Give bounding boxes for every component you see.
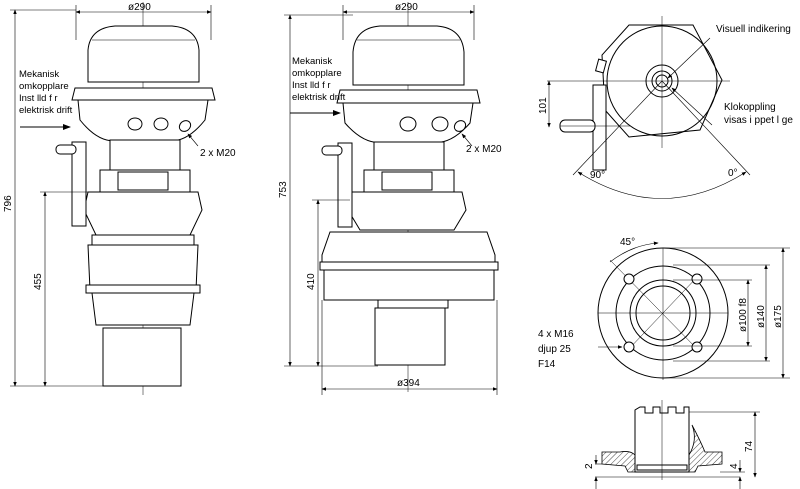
middle-actuator-view bbox=[284, 2, 499, 395]
left-diameter-top-label: ø290 bbox=[128, 2, 151, 13]
left-height-lower-label: 455 bbox=[33, 273, 44, 290]
pilot-diameter-label: ø100 f8 bbox=[738, 298, 749, 332]
middle-note-line-1: Mekanisk bbox=[292, 56, 332, 67]
middle-height-lower-label: 410 bbox=[306, 273, 317, 290]
middle-height-total-label: 753 bbox=[278, 181, 289, 198]
bolt-label-line-3: F14 bbox=[538, 359, 556, 370]
left-cable-entry-label: 2 x M20 bbox=[200, 148, 236, 159]
coupling-height-label: 74 bbox=[744, 440, 755, 452]
coupling-label-line-2: visas i ppet l ge bbox=[724, 115, 793, 126]
middle-note-line-2: omkopplare bbox=[292, 68, 342, 79]
angle-closed-label: 0° bbox=[728, 168, 738, 179]
left-actuator-view bbox=[10, 2, 216, 395]
middle-note-line-4: elektrisk drift bbox=[292, 92, 346, 103]
middle-diameter-top-label: ø290 bbox=[395, 2, 418, 13]
flange-angle-label: 45° bbox=[620, 237, 635, 248]
left-note-line-2: omkopplare bbox=[19, 81, 69, 92]
outer-diameter-label: ø175 bbox=[773, 305, 784, 328]
coupling-label-line-1: Klokoppling bbox=[724, 102, 776, 113]
bolt-label-line-2: djup 25 bbox=[538, 344, 571, 355]
middle-cable-entry-label: 2 x M20 bbox=[466, 144, 502, 155]
top-view bbox=[547, 16, 751, 199]
left-note-line-3: Inst lld f r bbox=[19, 93, 58, 104]
left-note-line-4: elektrisk drift bbox=[19, 105, 73, 116]
middle-note-line-3: Inst lld f r bbox=[292, 80, 331, 91]
coupling-section-view bbox=[594, 400, 760, 489]
angle-open-label: 90° bbox=[590, 170, 605, 181]
bolt-circle-diameter-label: ø140 bbox=[756, 305, 767, 328]
top-offset-label: 101 bbox=[538, 97, 549, 114]
flange-view bbox=[597, 241, 790, 380]
middle-diameter-bottom-label: ø394 bbox=[397, 378, 420, 389]
bolt-label-line-1: 4 x M16 bbox=[538, 329, 574, 340]
left-height-total-label: 796 bbox=[3, 195, 14, 212]
coupling-dim-left-label: 2 bbox=[584, 463, 595, 469]
coupling-dim-right-label: 4 bbox=[729, 463, 740, 469]
visual-indication-label: Visuell indikering bbox=[716, 24, 791, 35]
left-note-line-1: Mekanisk bbox=[19, 69, 59, 80]
